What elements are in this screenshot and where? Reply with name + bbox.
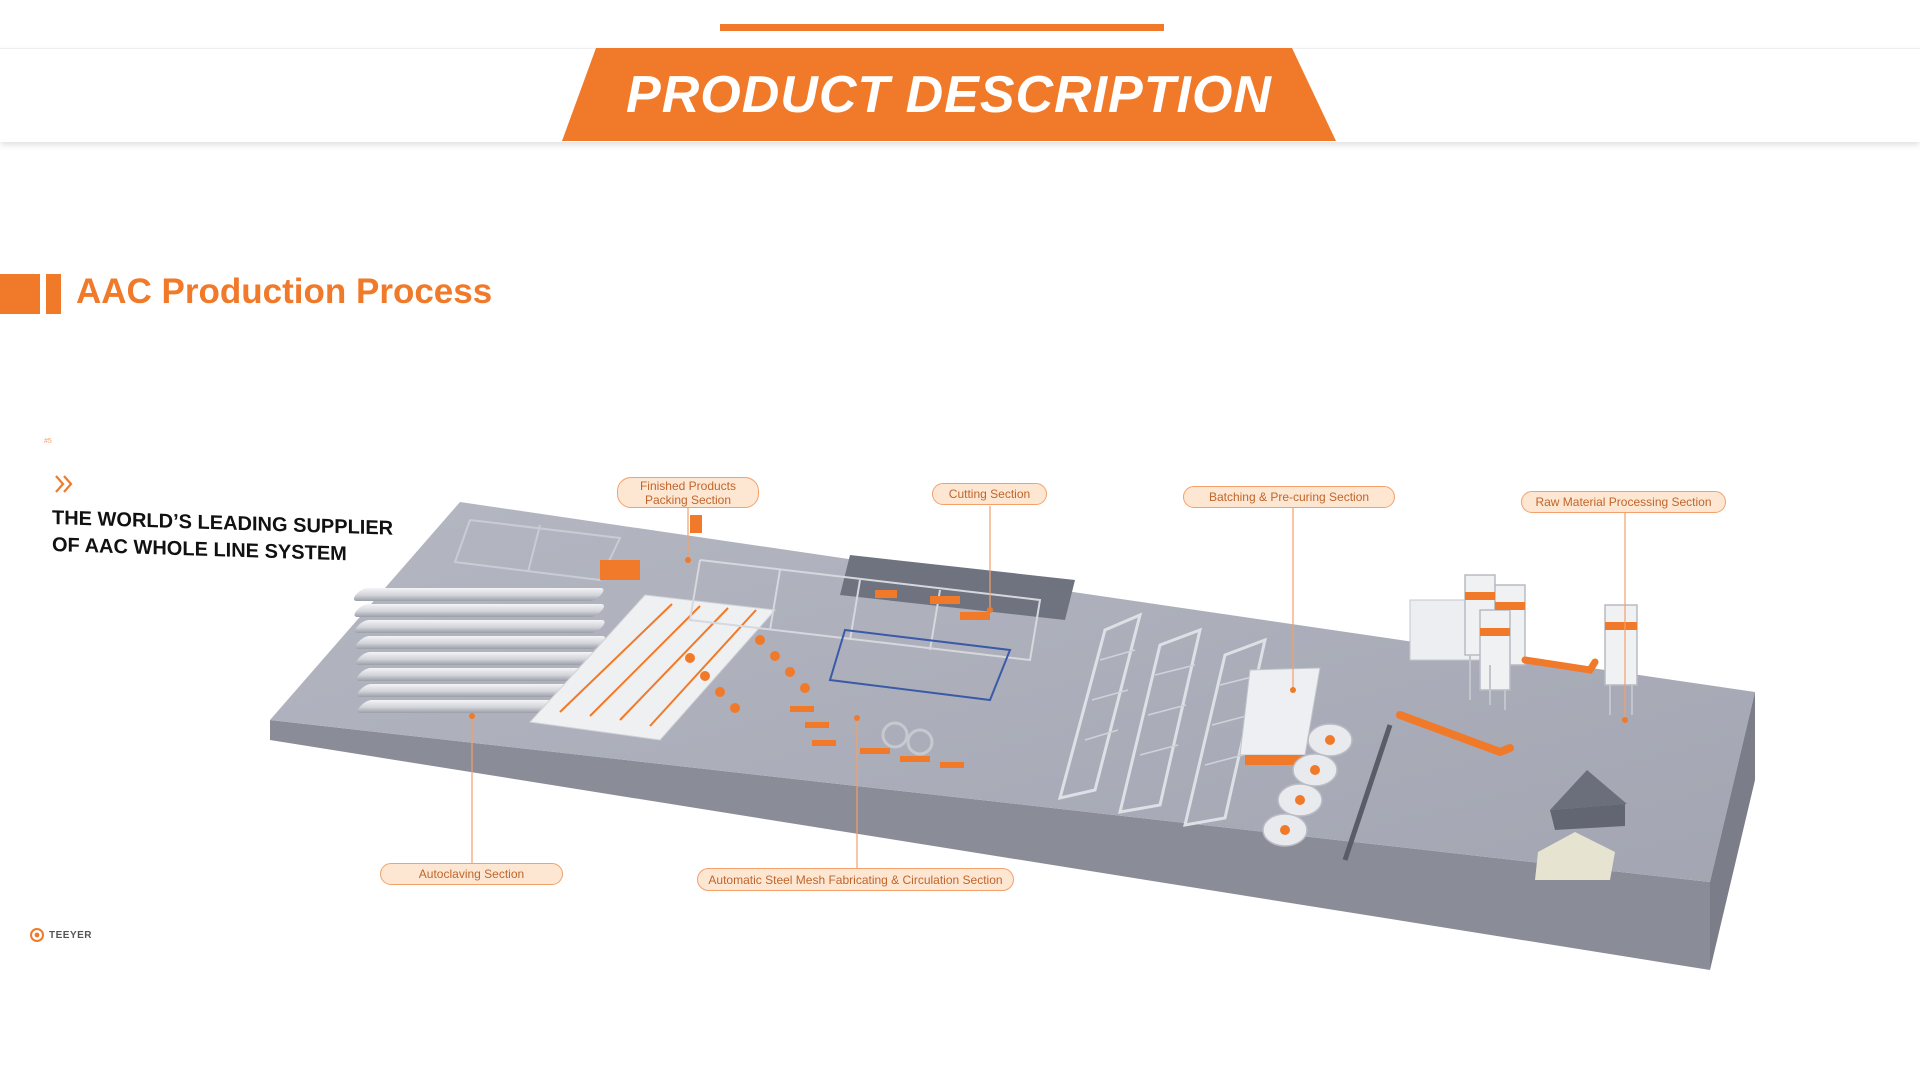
callout-dots [469, 557, 1628, 723]
section-title: AAC Production Process [76, 272, 493, 311]
brand-logo: TEEYER [30, 928, 92, 942]
batching-equipment [1239, 667, 1353, 847]
top-accent-bar [720, 24, 1164, 31]
label-finished-products-packing: Finished Products Packing Section [617, 477, 759, 508]
header-banner [562, 48, 1336, 141]
label-batching-precuring-section: Batching & Pre-curing Section [1183, 486, 1395, 508]
plant-floor [270, 502, 1755, 970]
brand-logo-icon [30, 928, 44, 942]
label-raw-material-section: Raw Material Processing Section [1521, 491, 1726, 513]
mold-racks [1057, 612, 1268, 827]
label-cutting-section: Cutting Section [932, 483, 1047, 505]
steel-mesh-equipment [790, 706, 964, 768]
curing-hall [528, 594, 810, 741]
packing-equipment [453, 515, 702, 582]
brand-name: TEEYER [49, 929, 93, 941]
label-finished-products-line1: Finished Products [639, 478, 737, 493]
cutting-equipment [688, 555, 1075, 702]
label-finished-products-line2: Packing Section [644, 492, 732, 507]
label-steel-mesh-section: Automatic Steel Mesh Fabricating & Circu… [697, 868, 1014, 891]
callout-leaders [471, 505, 1626, 870]
autoclaves [353, 588, 608, 713]
page-title: PRODUCT DESCRIPTION [626, 65, 1272, 124]
section-marker [0, 274, 40, 314]
raw-material-equipment [1342, 574, 1638, 880]
tiny-mark: #5 [44, 438, 52, 445]
label-autoclaving-section: Autoclaving Section [380, 863, 563, 885]
section-marker-bar [46, 274, 61, 314]
double-chevron-icon [55, 475, 73, 493]
